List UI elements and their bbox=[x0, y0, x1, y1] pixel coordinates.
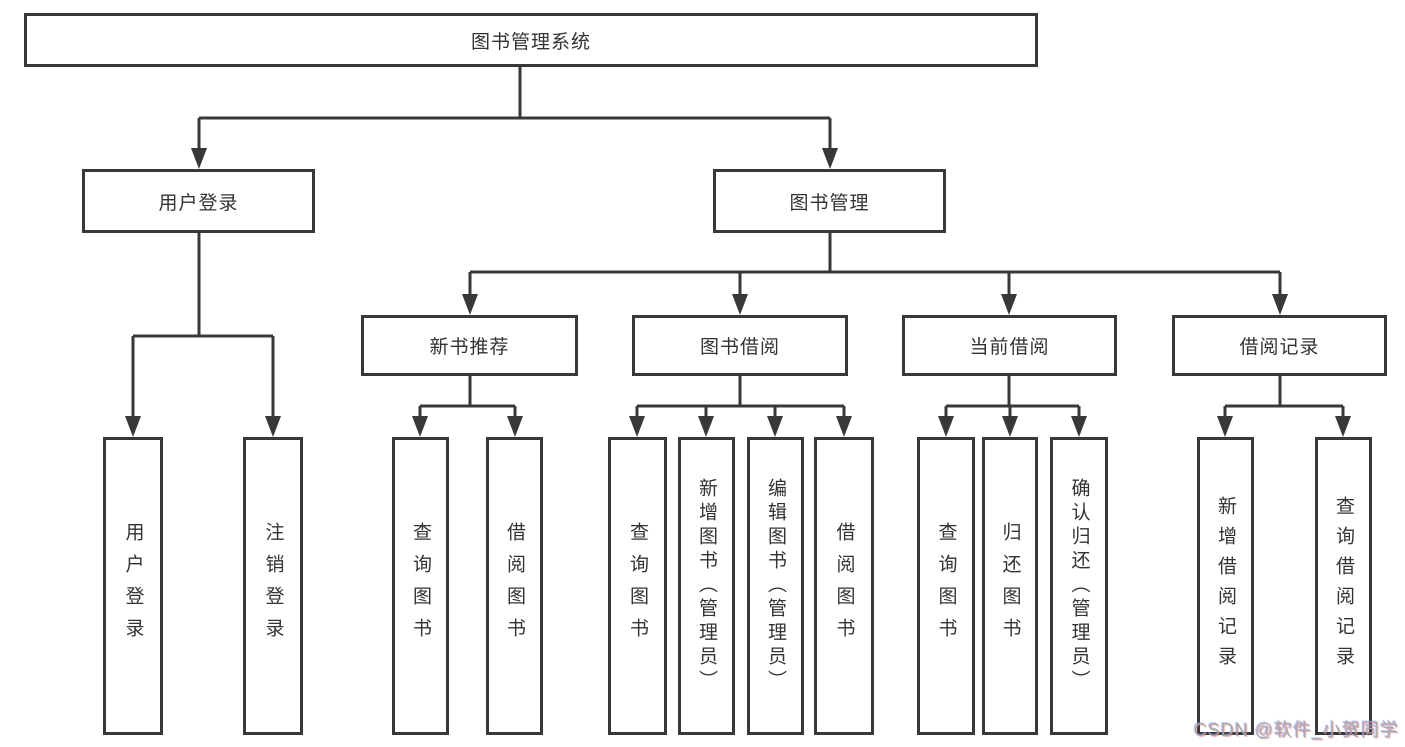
leaf-borrow-books: 借阅图书 bbox=[814, 437, 874, 735]
node-book-management: 图书管理 bbox=[713, 169, 946, 233]
node-current-borrow: 当前借阅 bbox=[902, 315, 1117, 376]
node-label: 新书推荐 bbox=[429, 337, 510, 358]
leaf-confirm-return-admin: 确认归还（管理员） bbox=[1050, 437, 1108, 735]
node-label: 借阅图书 bbox=[504, 522, 525, 650]
node-label: 图书管理 bbox=[789, 192, 870, 214]
node-label: 新增借阅记录 bbox=[1215, 496, 1236, 676]
node-label: 用户登录 bbox=[122, 522, 144, 650]
node-label: 确认归还（管理员） bbox=[1068, 478, 1090, 694]
node-label: 查询借阅记录 bbox=[1333, 496, 1354, 676]
leaf-query-books: 查询图书 bbox=[608, 437, 667, 735]
node-label: 借阅图书 bbox=[833, 522, 855, 650]
node-user-login: 用户登录 bbox=[82, 169, 315, 233]
node-label: 查询图书 bbox=[935, 522, 957, 650]
leaf-add-borrow-record: 新增借阅记录 bbox=[1197, 437, 1254, 735]
node-label: 借阅记录 bbox=[1239, 337, 1320, 358]
arrowheads bbox=[125, 148, 1351, 437]
leaf-edit-books-admin: 编辑图书（管理员） bbox=[747, 437, 804, 735]
leaf-logout: 注销登录 bbox=[243, 437, 303, 735]
node-label: 编辑图书（管理员） bbox=[765, 478, 786, 694]
csdn-watermark: CSDN @软件_小贺同学 bbox=[1193, 720, 1399, 740]
leaf-query-books: 查询图书 bbox=[392, 437, 449, 735]
node-label: 新增图书（管理员） bbox=[696, 478, 717, 694]
node-label: 归还图书 bbox=[999, 522, 1021, 650]
node-label: 注销登录 bbox=[262, 522, 284, 650]
leaf-query-books: 查询图书 bbox=[917, 437, 975, 735]
node-label: 当前借阅 bbox=[969, 337, 1050, 358]
leaf-user-login: 用户登录 bbox=[103, 437, 163, 735]
node-label: 查询图书 bbox=[627, 522, 648, 650]
leaf-borrow-books: 借阅图书 bbox=[486, 437, 543, 735]
node-label: 用户登录 bbox=[158, 192, 239, 214]
leaf-return-books: 归还图书 bbox=[982, 437, 1038, 735]
node-label: 查询图书 bbox=[410, 522, 431, 650]
node-borrow-records: 借阅记录 bbox=[1172, 315, 1387, 376]
node-library-system: 图书管理系统 bbox=[24, 13, 1038, 67]
leaf-query-borrow-record: 查询借阅记录 bbox=[1315, 437, 1372, 735]
node-label: 图书借阅 bbox=[699, 337, 780, 358]
node-new-book-recommend: 新书推荐 bbox=[361, 315, 578, 376]
node-label: 图书管理系统 bbox=[470, 31, 591, 53]
node-book-borrow: 图书借阅 bbox=[632, 315, 848, 376]
leaf-add-books-admin: 新增图书（管理员） bbox=[678, 437, 735, 735]
